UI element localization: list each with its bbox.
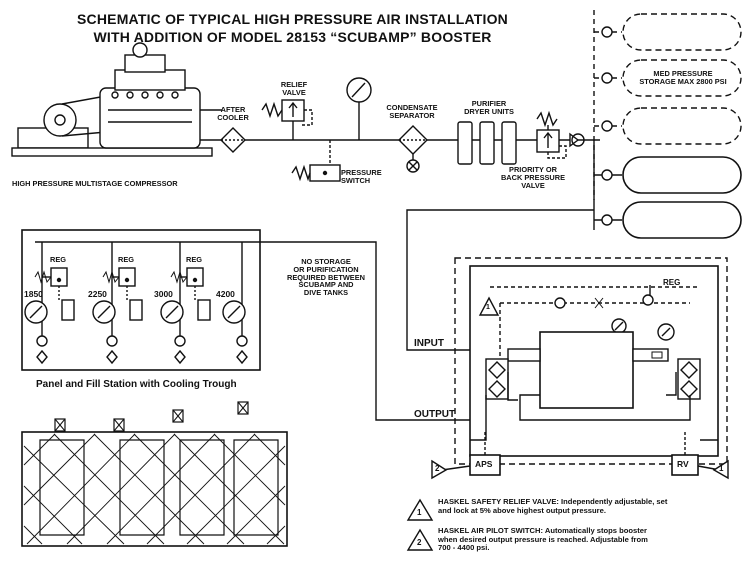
- rv-label: RV: [677, 459, 689, 469]
- note-1-marker: 1: [417, 508, 422, 517]
- note-2-marker: 2: [417, 538, 422, 547]
- rv-marker-1: 1: [719, 464, 724, 473]
- compressor-label: HIGH PRESSURE MULTISTAGE COMPRESSOR: [12, 179, 178, 188]
- output-line: [248, 241, 470, 421]
- note-markers: [406, 498, 434, 551]
- panel-pressure-4: 4200: [216, 289, 235, 299]
- aps-label: APS: [475, 459, 493, 469]
- panel-pressure-1: 1850: [24, 289, 43, 299]
- storage-manifold: [593, 10, 742, 239]
- pressure-switch-symbol: [291, 140, 341, 182]
- panel-pressure-3: 3000: [154, 289, 173, 299]
- panel-reg-label-3: REG: [186, 255, 203, 264]
- cooling-trough: [21, 401, 288, 547]
- condensate-separator-symbol: [398, 125, 428, 173]
- panel-caption: Panel and Fill Station with Cooling Trou…: [36, 379, 237, 390]
- aps-marker-2: 2: [435, 464, 440, 473]
- output-label: OUTPUT: [414, 409, 456, 420]
- priority-valve-symbol: [536, 110, 585, 159]
- relief-valve-symbol: [261, 99, 313, 140]
- after-cooler-symbol: [220, 127, 246, 153]
- booster-marker-1: 1: [486, 304, 490, 311]
- panel-reg-label-2: REG: [118, 255, 135, 264]
- main-line-gauge: [346, 77, 372, 140]
- compressor-drawing: [11, 42, 222, 157]
- title-line-2: WITH ADDITION OF MODEL 28153 “SCUBAMP” B…: [93, 29, 492, 45]
- fill-panel: [21, 229, 261, 371]
- title-line-1: SCHEMATIC OF TYPICAL HIGH PRESSURE AIR I…: [77, 11, 508, 27]
- booster-package: [431, 257, 729, 480]
- panel-pressure-2: 2250: [88, 289, 107, 299]
- note-1: HASKEL SAFETY RELIEF VALVE: Independentl…: [438, 497, 668, 515]
- note-2: HASKEL AIR PILOT SWITCH: Automatically s…: [438, 526, 648, 553]
- panel-reg-label-1: REG: [50, 255, 67, 264]
- booster-reg-label: REG: [663, 278, 681, 287]
- purifier-dryer-units: [457, 121, 517, 165]
- input-line: [406, 209, 594, 351]
- input-label: INPUT: [414, 338, 444, 349]
